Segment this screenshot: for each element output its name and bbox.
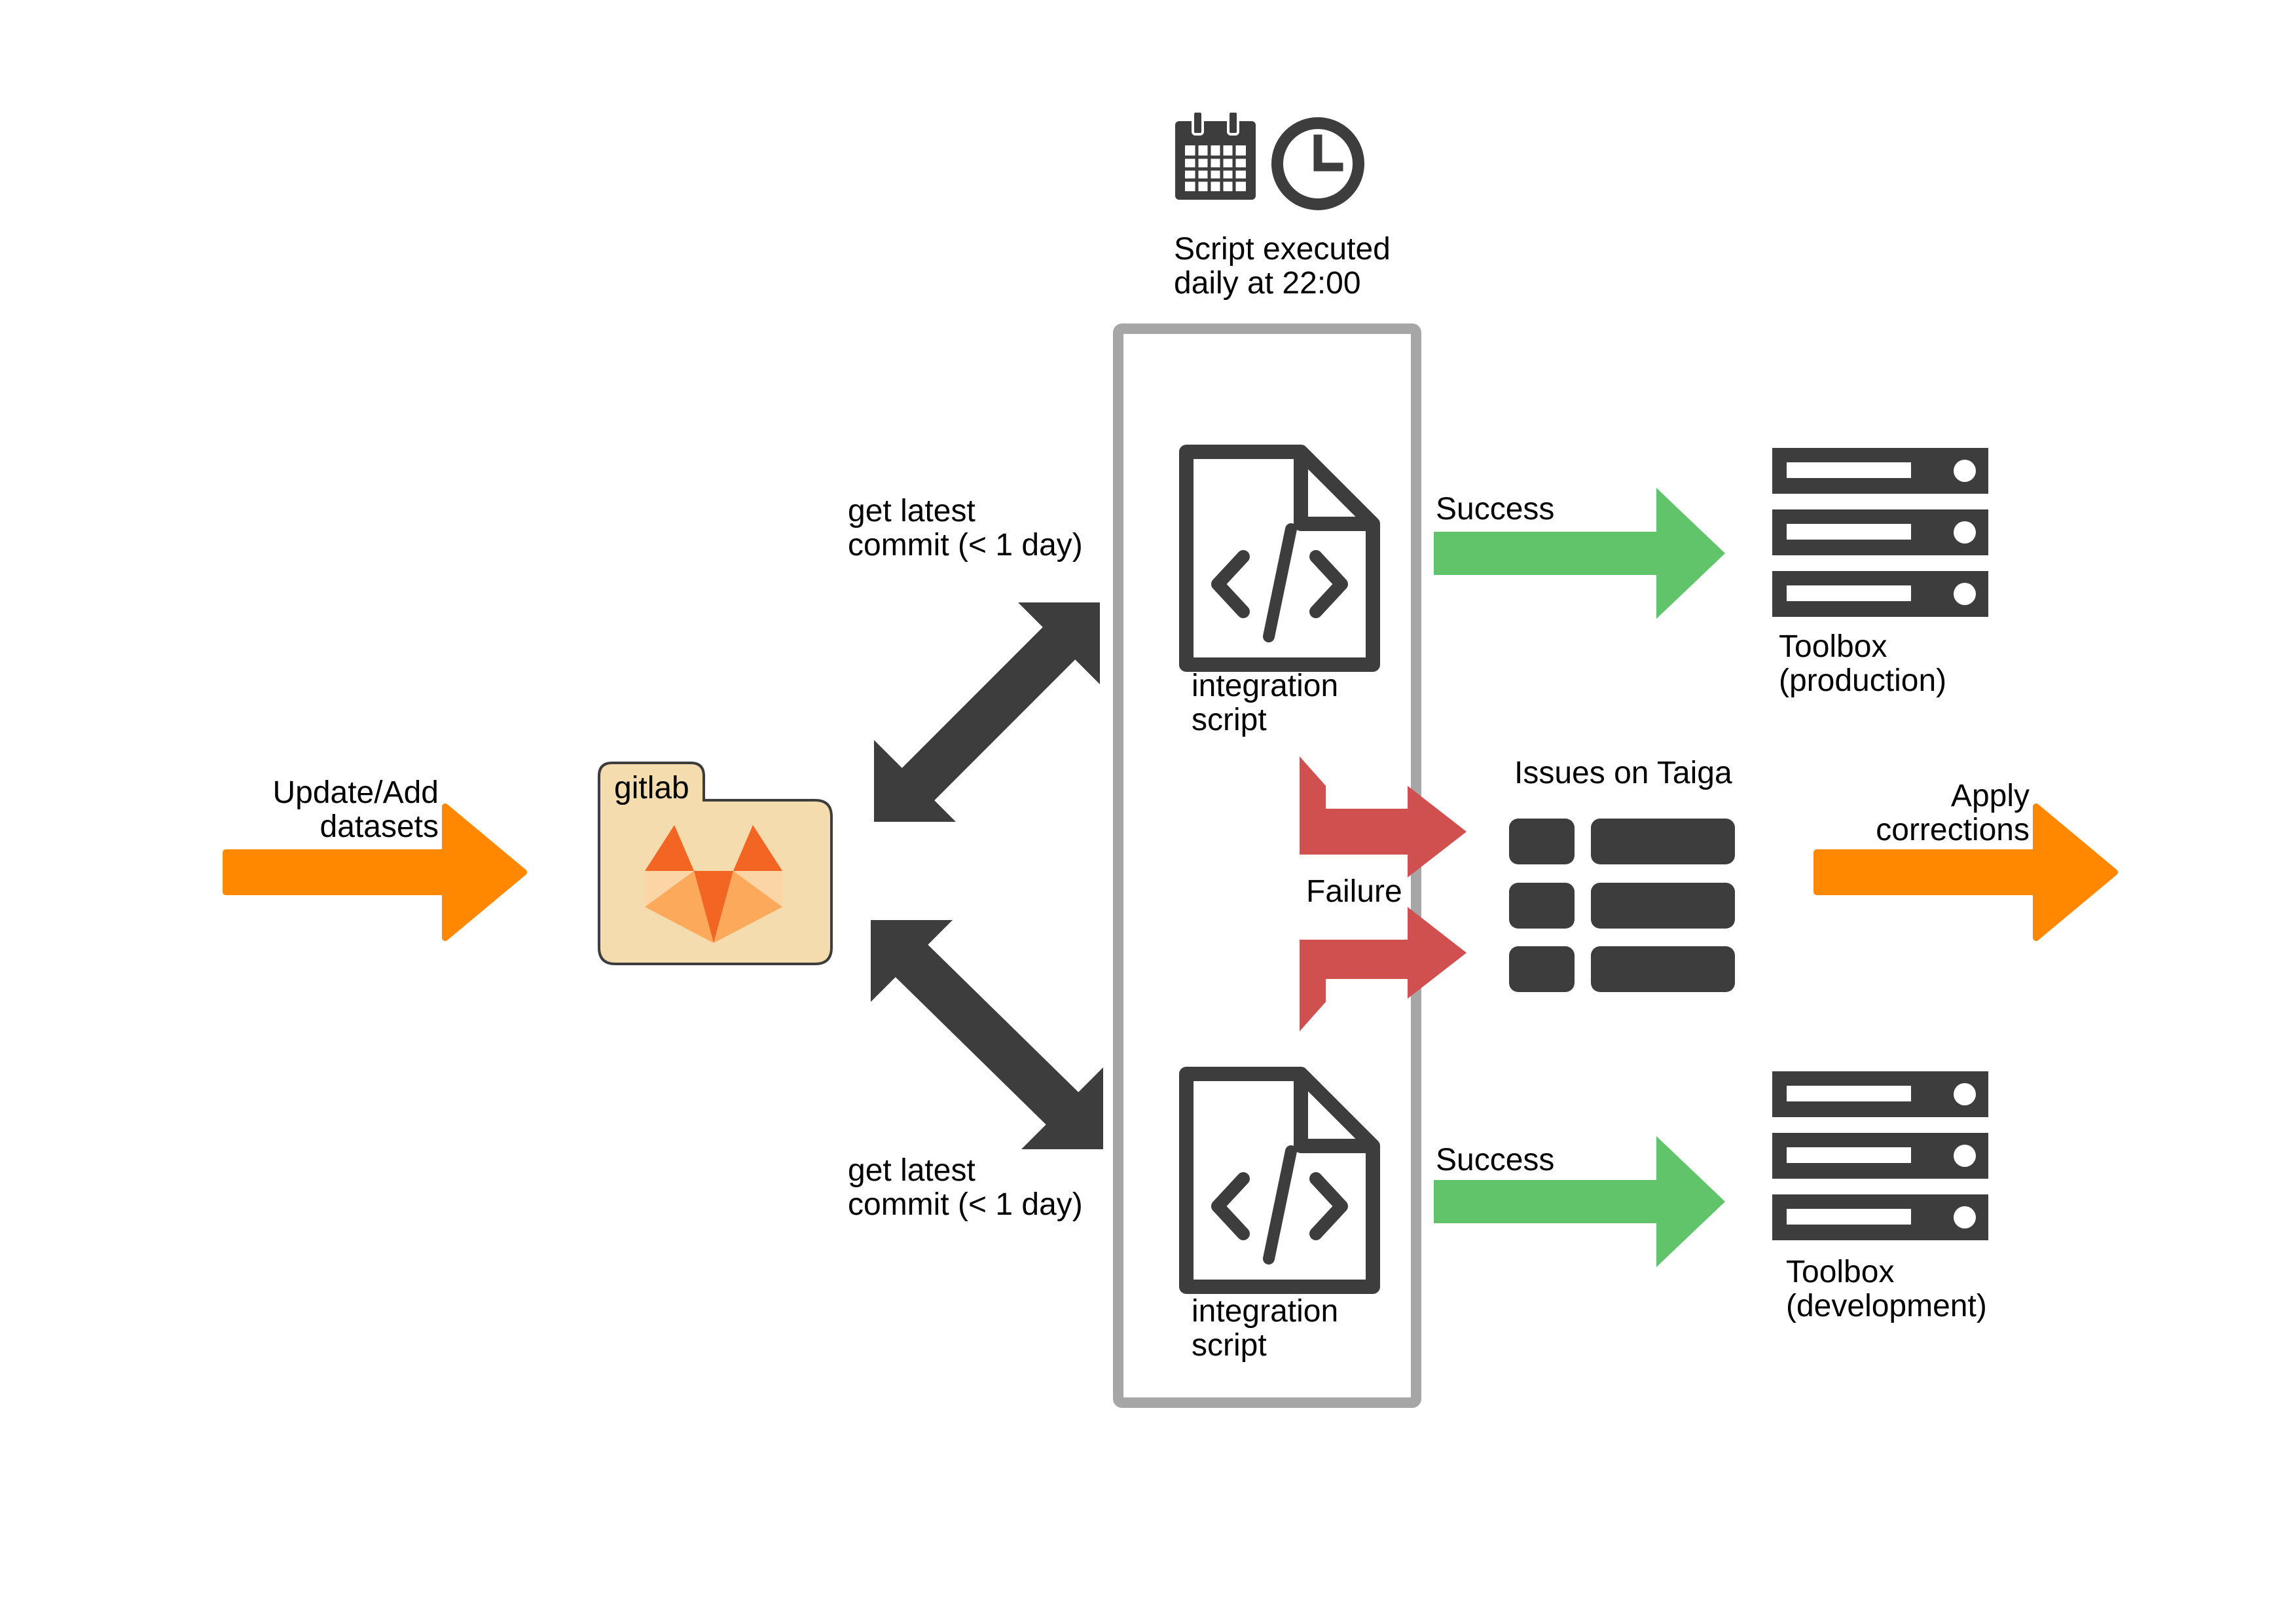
issues-label: Issues on Taiga (1514, 756, 1732, 790)
code-file-icon (1186, 452, 1373, 665)
script-label-bottom: integration script (1192, 1294, 1339, 1363)
commit-label-top: get latest commit (< 1 day) (848, 494, 1083, 563)
fetch-commit-arrow-top (874, 602, 1100, 822)
commit-label-bottom: get latest commit (< 1 day) (848, 1153, 1083, 1222)
clock-icon (1271, 117, 1364, 210)
success-arrow-top (1434, 488, 1725, 619)
server-rack-icon (1772, 448, 1988, 617)
toolbox-development-label: Toolbox (development) (1786, 1255, 1987, 1323)
script-label-top: integration script (1192, 669, 1339, 737)
server-rack-icon (1772, 1071, 1988, 1240)
list-icon (1509, 819, 1735, 992)
apply-corrections-label: Apply corrections (1876, 779, 2030, 847)
schedule-label: Script executed daily at 22:00 (1174, 232, 1391, 301)
update-datasets-label: Update/Add datasets (272, 775, 439, 844)
fetch-commit-arrow-bottom (871, 920, 1103, 1149)
gitlab-label: gitlab (614, 771, 689, 805)
apply-corrections-arrow (1813, 803, 2118, 941)
code-file-icon (1186, 1074, 1373, 1287)
gitlab-logo-icon (645, 825, 782, 943)
failure-label: Failure (1306, 874, 1402, 909)
success-label-top: Success (1436, 492, 1555, 526)
gitlab-folder-icon (598, 762, 833, 965)
toolbox-production-label: Toolbox (production) (1779, 629, 1947, 698)
update-datasets-arrow (223, 803, 527, 941)
success-label-bottom: Success (1436, 1143, 1555, 1177)
failure-arrow-top (1300, 756, 1467, 877)
success-arrow-bottom (1434, 1136, 1725, 1267)
failure-arrow-bottom (1300, 907, 1467, 1031)
calendar-icon (1175, 110, 1256, 200)
